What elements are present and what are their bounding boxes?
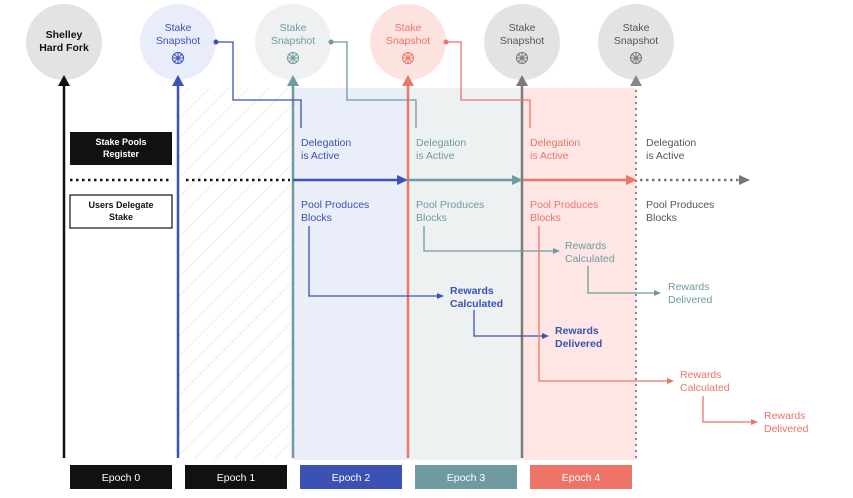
delegation-label-1-line1: Delegation: [301, 137, 351, 149]
epoch3-band: [408, 88, 523, 460]
cardano-icon: [516, 52, 528, 64]
epoch-3-label: Epoch 3: [447, 472, 486, 484]
epoch2-band: [293, 88, 408, 460]
red-rewards-calculated-line1: Rewards: [680, 369, 721, 381]
epoch-0-tab: [70, 465, 172, 489]
epoch-0-label: Epoch 0: [102, 472, 141, 484]
stake-pools-register-box: [70, 132, 172, 165]
snapshot-3-line2: Snapshot: [386, 35, 430, 47]
users-delegate-line1: Users Delegate: [88, 200, 153, 210]
teal-rewards-delivered-line1: Rewards: [668, 281, 709, 293]
arrowhead-up: [172, 75, 184, 86]
pool-blocks-label-4-line2: Blocks: [646, 212, 677, 224]
teal-rewards-calculated-line1: Rewards: [565, 240, 606, 252]
snapshot-5-line1: Stake: [623, 22, 650, 34]
epoch-4-tab: [530, 465, 632, 489]
pool-blocks-label-2-line2: Blocks: [416, 212, 447, 224]
arrowhead-right: [739, 175, 750, 185]
pool-blocks-label-1-line1: Pool Produces: [301, 199, 369, 211]
teal-rewards-connector: [423, 226, 661, 296]
delegation-label-2-line1: Delegation: [416, 137, 466, 149]
delegation-label-3-line1: Delegation: [530, 137, 580, 149]
pool-blocks-label-1-line2: Blocks: [301, 212, 332, 224]
cardano-icon: [402, 52, 414, 64]
snapshot-3-line1: Stake: [395, 22, 422, 34]
epoch-2-label: Epoch 2: [332, 472, 371, 484]
users-delegate-box: [69, 194, 173, 229]
red-rewards-calculated-line2: Calculated: [680, 382, 730, 394]
epoch-1-tab: [185, 465, 287, 489]
pool-blocks-label-3-line1: Pool Produces: [530, 199, 598, 211]
snapshot-circle-1: [140, 4, 216, 80]
epoch1-hatched-band: [178, 88, 293, 460]
snapshot-circle-3: [370, 4, 446, 80]
snapshot-4-line2: Snapshot: [500, 35, 544, 47]
arrowhead-right: [626, 175, 637, 185]
users-delegate-line2: Stake: [109, 212, 133, 222]
cardano-icon: [630, 52, 642, 64]
snapshot-connector-blue: [213, 39, 302, 128]
delegation-label-2-line2: is Active: [416, 150, 455, 162]
pool-blocks-label-2-line1: Pool Produces: [416, 199, 484, 211]
epoch-4-label: Epoch 4: [562, 472, 601, 484]
shelley-circle: [26, 4, 102, 80]
epoch-1-label: Epoch 1: [217, 472, 256, 484]
stake-pools-register-line1: Stake Pools: [95, 137, 146, 147]
snapshot-connector-teal: [328, 39, 417, 128]
epoch-3-tab: [415, 465, 517, 489]
cardano-icon: [172, 52, 184, 64]
blue-rewards-connector: [308, 226, 549, 339]
epoch4-band: [523, 88, 636, 460]
arrowhead-up: [287, 75, 299, 86]
snapshot-circle-2: [255, 4, 331, 80]
delegation-label-1-line2: is Active: [301, 150, 340, 162]
snapshot-5-line2: Snapshot: [614, 35, 658, 47]
snapshot-connector-red: [443, 39, 531, 128]
snapshot-2-line2: Snapshot: [271, 35, 315, 47]
arrowhead-up: [402, 75, 414, 86]
snapshot-4-line1: Stake: [509, 22, 536, 34]
red-rewards-delivered-line1: Rewards: [764, 410, 805, 422]
pool-blocks-label-4-line1: Pool Produces: [646, 199, 714, 211]
blue-rewards-calculated-line1: Rewards: [450, 285, 494, 297]
delegation-label-4-line1: Delegation: [646, 137, 696, 149]
cardano-icon: [287, 52, 299, 64]
blue-rewards-delivered-line1: Rewards: [555, 325, 599, 337]
snapshot-2-line1: Stake: [280, 22, 307, 34]
arrowhead-right: [397, 175, 408, 185]
arrowhead-up: [58, 75, 70, 86]
teal-rewards-delivered-line2: Delivered: [668, 294, 713, 306]
epoch-2-tab: [300, 465, 402, 489]
red-rewards-connector: [538, 226, 758, 425]
blue-rewards-calculated-line2: Calculated: [450, 298, 503, 310]
arrowhead-up: [630, 75, 642, 86]
snapshot-1-line1: Stake: [165, 22, 192, 34]
snapshot-circle-4: [484, 4, 560, 80]
shelley-label-line1: Shelley: [46, 29, 83, 41]
snapshot-1-line2: Snapshot: [156, 35, 200, 47]
teal-rewards-calculated-line2: Calculated: [565, 253, 615, 265]
delegation-label-3-line2: is Active: [530, 150, 569, 162]
arrowhead-right: [512, 175, 523, 185]
red-rewards-delivered-line2: Delivered: [764, 423, 809, 435]
pool-blocks-label-3-line2: Blocks: [530, 212, 561, 224]
arrowhead-up: [516, 75, 528, 86]
snapshot-circle-5: [598, 4, 674, 80]
shelley-label-line2: Hard Fork: [39, 42, 89, 54]
delegation-label-4-line2: is Active: [646, 150, 685, 162]
blue-rewards-delivered-line2: Delivered: [555, 338, 602, 350]
stake-pools-register-line2: Register: [103, 149, 140, 159]
